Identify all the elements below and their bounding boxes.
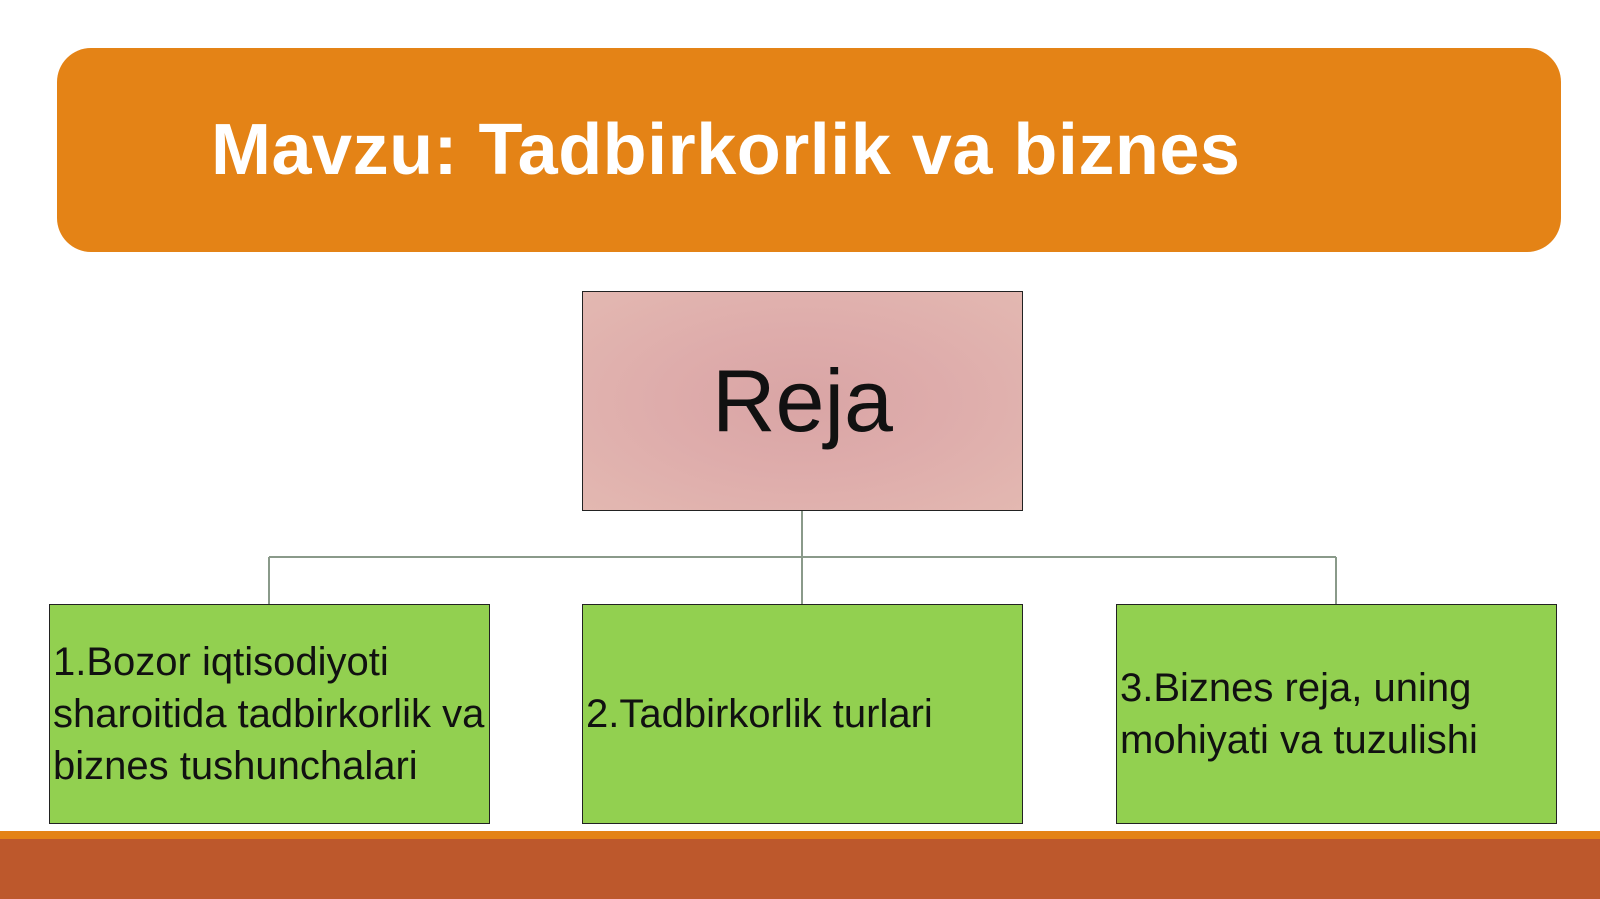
child-node-3: 3.Biznes reja, uning mohiyati va tuzulis… [1116, 604, 1557, 824]
root-node: Reja [582, 291, 1023, 511]
child-node-1-label: 1.Bozor iqtisodiyoti sharoitida tadbirko… [53, 640, 485, 788]
footer-accent-stripe [0, 831, 1600, 839]
child-node-1: 1.Bozor iqtisodiyoti sharoitida tadbirko… [49, 604, 490, 824]
child-node-3-label: 3.Biznes reja, uning mohiyati va tuzulis… [1120, 666, 1478, 762]
child-node-2-label: 2.Tadbirkorlik turlari [586, 692, 933, 736]
footer-band [0, 839, 1600, 899]
root-node-label: Reja [712, 351, 893, 450]
slide-title: Mavzu: Tadbirkorlik va biznes [211, 110, 1241, 190]
title-banner: Mavzu: Tadbirkorlik va biznes [57, 48, 1561, 252]
child-node-2: 2.Tadbirkorlik turlari [582, 604, 1023, 824]
